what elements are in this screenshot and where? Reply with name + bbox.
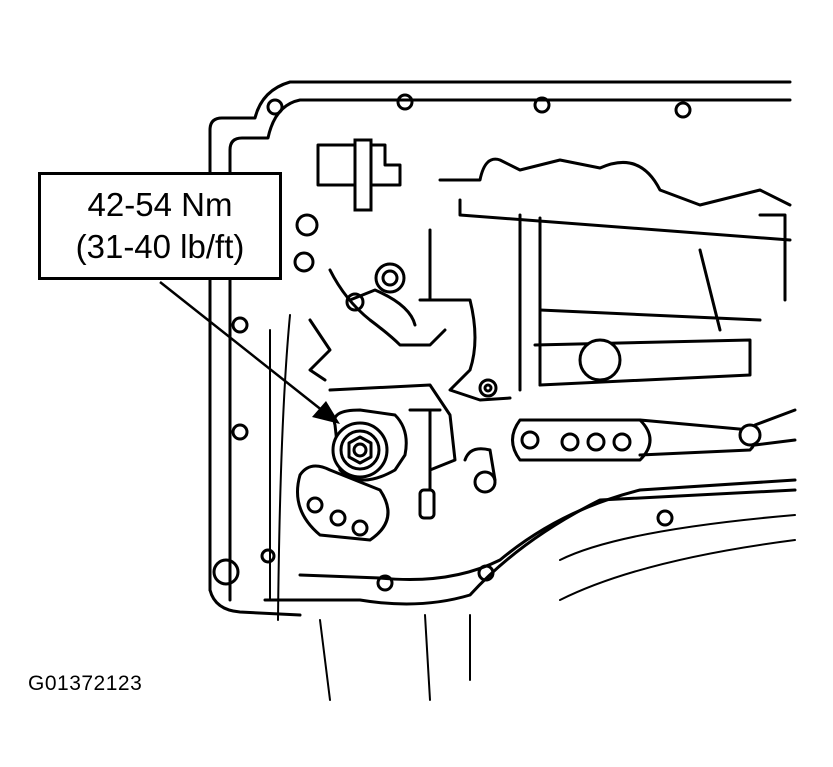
- torque-nm-label: 42-54 Nm: [87, 186, 233, 223]
- figure-id-label: G01372123: [28, 672, 143, 695]
- callout-arrow: [159, 281, 340, 424]
- gasket-bolt-holes: [212, 93, 692, 592]
- valve-body-internals: [296, 138, 797, 542]
- torque-lbft-label: (31-40 lb/ft): [75, 228, 245, 265]
- target-bolt: [331, 408, 408, 482]
- housing-outline: [208, 80, 797, 701]
- torque-callout-box: 42-54 Nm (31-40 lb/ft): [38, 172, 282, 280]
